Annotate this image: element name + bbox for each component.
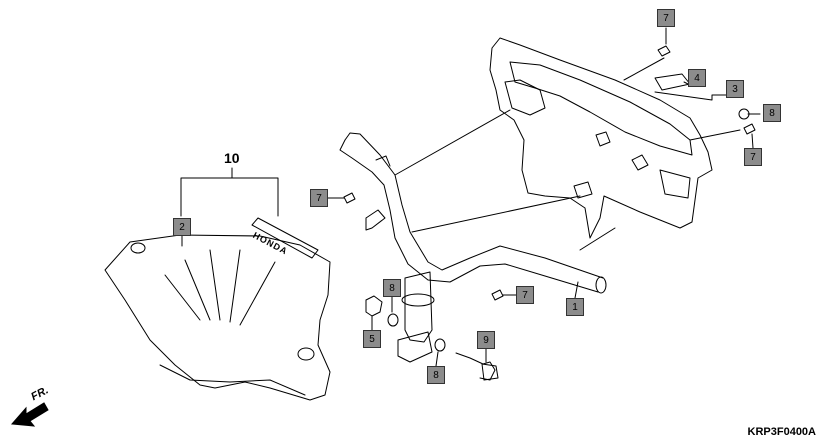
rear-cover-left-pocket	[504, 79, 546, 116]
handlebar-lower	[339, 139, 599, 293]
bolt-top	[657, 45, 671, 57]
rear-cover-socket	[595, 131, 611, 147]
group-number-10: 10	[224, 150, 240, 166]
guide-line-right	[579, 227, 616, 251]
rear-cover-slot	[365, 209, 386, 231]
callout-7-top: 7	[657, 9, 675, 27]
handlebar-right-end	[595, 276, 607, 294]
leader-3	[654, 91, 727, 101]
callout-7-mid: 7	[310, 189, 328, 207]
callout-8-post: 8	[383, 279, 401, 297]
washer-left	[387, 313, 399, 327]
front-cover-rib-4	[229, 249, 241, 323]
front-cover-hole-left	[130, 242, 146, 254]
callout-2: 2	[173, 218, 191, 236]
guide-line-upper	[394, 109, 511, 176]
guide-line-top-right	[623, 57, 665, 81]
front-cover-rib-2	[184, 259, 211, 321]
diagram-code: KRP3F0400A	[747, 426, 816, 438]
rear-cover-right-pocket	[659, 169, 691, 199]
rear-cover-post	[573, 181, 593, 199]
guide-line-mid	[411, 195, 581, 233]
front-cover-outline	[104, 234, 331, 401]
handlebar-post	[404, 271, 433, 343]
bolt-mid	[343, 192, 356, 204]
front-cover-rib-5	[239, 261, 276, 326]
callout-1: 1	[566, 298, 584, 316]
honda-emblem	[251, 217, 319, 259]
handlebar-clamp	[375, 155, 391, 167]
callout-8-right: 8	[763, 104, 781, 122]
callout-7-right: 7	[744, 148, 762, 166]
washer-low	[434, 338, 446, 352]
rear-cover-tab	[631, 154, 649, 171]
callout-9: 9	[477, 331, 495, 349]
post-collar	[401, 293, 435, 307]
guide-line-side	[689, 129, 741, 141]
callout-3: 3	[726, 80, 744, 98]
callout-8-low: 8	[427, 366, 445, 384]
handlebar-upper	[344, 132, 604, 279]
front-direction-arrow-icon	[10, 402, 49, 427]
front-cover-rib-1	[164, 274, 201, 321]
nut-part-5	[365, 295, 383, 317]
bolt-right	[743, 123, 756, 135]
rear-cover-inner	[509, 61, 693, 156]
callout-5: 5	[363, 330, 381, 348]
long-bolt-head	[481, 363, 499, 381]
callout-7-low: 7	[516, 286, 534, 304]
leader-7r	[751, 133, 754, 149]
front-cover-rib-3	[209, 249, 221, 321]
leader-8low	[435, 351, 439, 367]
leader-1	[574, 281, 579, 299]
bolt-lower	[491, 289, 504, 301]
callout-4: 4	[688, 69, 706, 87]
rear-cover-outline	[489, 37, 713, 239]
front-cover-hole-right	[297, 347, 315, 361]
front-cover-lip	[159, 364, 306, 396]
post-bottom	[397, 331, 433, 363]
long-bolt-part-9	[455, 352, 496, 381]
leader-4	[683, 81, 689, 85]
group-bracket-10	[180, 167, 279, 217]
